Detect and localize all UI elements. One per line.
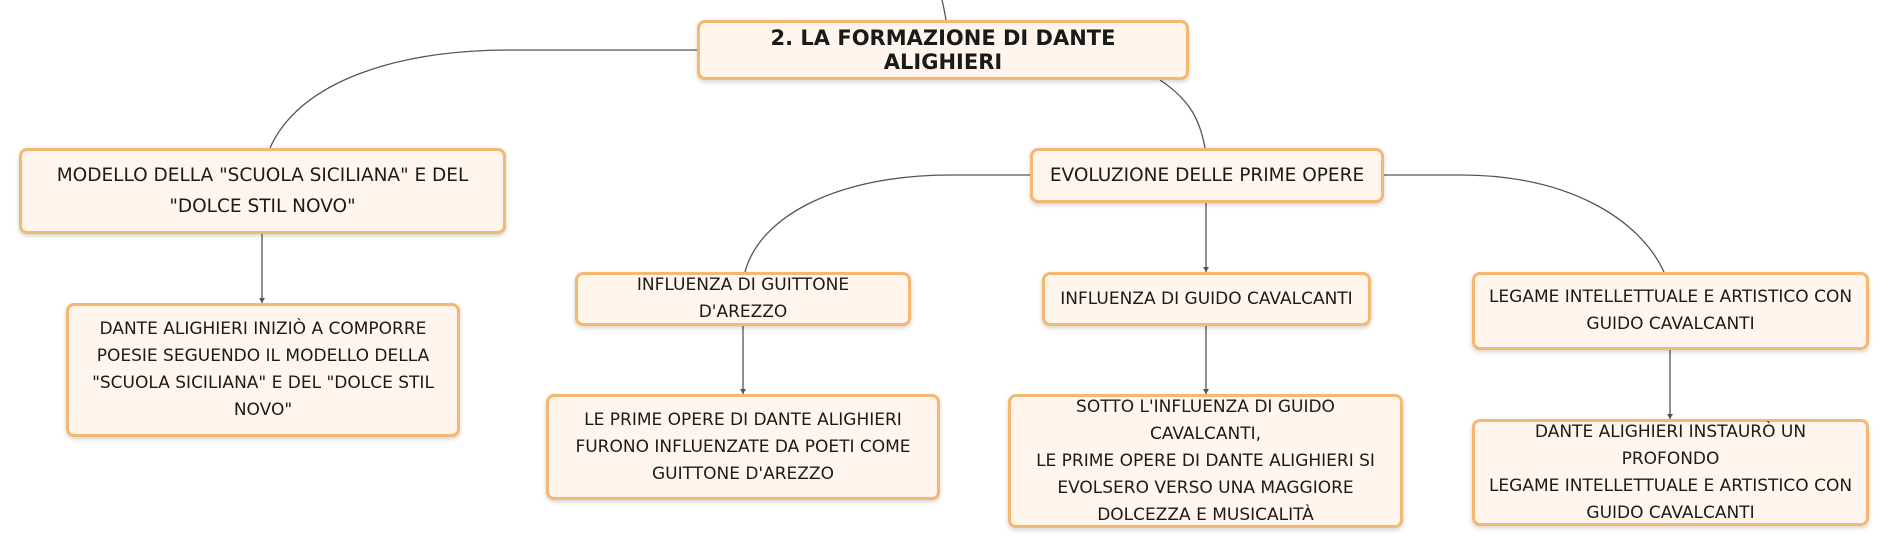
leaf-node-label: LE PRIME OPERE DI DANTE ALIGHIERI FURONO…: [575, 409, 911, 484]
connector-line: [269, 49, 697, 149]
leaf-node-dante-inizio[interactable]: DANTE ALIGHIERI INIZIÒ A COMPORRE POESIE…: [66, 303, 460, 437]
branch-node-label: EVOLUZIONE DELLE PRIME OPERE: [1049, 165, 1365, 186]
root-node[interactable]: 2. LA FORMAZIONE DI DANTE ALIGHIERI: [697, 20, 1189, 80]
branch-node-label: MODELLO DELLA "SCUOLA SICILIANA" E DEL "…: [56, 165, 469, 217]
branch-node-evoluzione[interactable]: EVOLUZIONE DELLE PRIME OPERE: [1030, 148, 1384, 203]
leaf-node-dante-legame[interactable]: DANTE ALIGHIERI INSTAURÒ UN PROFONDO LEG…: [1472, 419, 1869, 526]
root-node-label: 2. LA FORMAZIONE DI DANTE ALIGHIERI: [770, 26, 1116, 74]
subbranch-node-legame[interactable]: LEGAME INTELLETTUALE E ARTISTICO CON GUI…: [1472, 272, 1869, 350]
subbranch-node-guido-cavalcanti[interactable]: INFLUENZA DI GUIDO CAVALCANTI: [1042, 272, 1371, 326]
leaf-node-sotto-influenza[interactable]: SOTTO L'INFLUENZA DI GUIDO CAVALCANTI, L…: [1008, 394, 1403, 528]
leaf-node-label: DANTE ALIGHIERI INIZIÒ A COMPORRE POESIE…: [92, 319, 434, 420]
connector-line: [1384, 174, 1665, 273]
leaf-node-label: DANTE ALIGHIERI INSTAURÒ UN PROFONDO LEG…: [1488, 421, 1853, 523]
leaf-node-prime-opere[interactable]: LE PRIME OPERE DI DANTE ALIGHIERI FURONO…: [546, 394, 940, 500]
subbranch-node-label: INFLUENZA DI GUIDO CAVALCANTI: [1060, 288, 1353, 309]
connector-line: [744, 174, 1030, 273]
leaf-node-label: SOTTO L'INFLUENZA DI GUIDO CAVALCANTI, L…: [1036, 396, 1375, 525]
subbranch-node-label: INFLUENZA DI GUITTONE D'AREZZO: [636, 275, 850, 322]
subbranch-node-label: LEGAME INTELLETTUALE E ARTISTICO CON GUI…: [1488, 287, 1853, 334]
subbranch-node-guittone[interactable]: INFLUENZA DI GUITTONE D'AREZZO: [575, 272, 911, 326]
branch-node-scuola-siciliana[interactable]: MODELLO DELLA "SCUOLA SICILIANA" E DEL "…: [19, 148, 506, 234]
connector-line: [941, 0, 947, 21]
connector-line: [1159, 79, 1206, 149]
